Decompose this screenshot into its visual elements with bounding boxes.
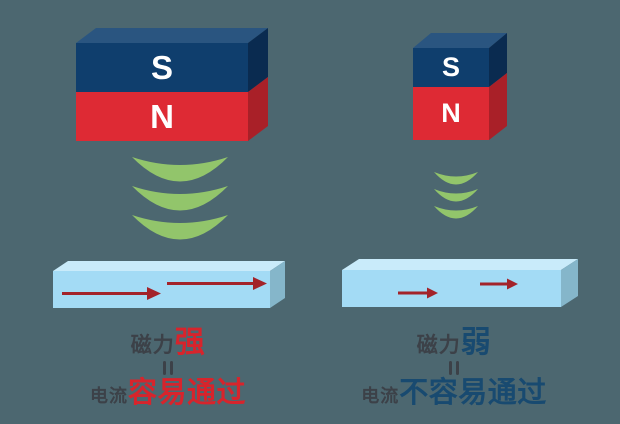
right-wave-arc-1 — [434, 172, 478, 185]
right-force-value: 弱 — [460, 326, 492, 359]
right-magnet-pole-s-label: S — [441, 52, 460, 82]
left-bar-front-face — [53, 271, 270, 308]
right-equals-symbol — [449, 360, 459, 375]
left-magnet-s-front-face — [76, 43, 248, 92]
left-force-prefix: 磁力 — [130, 334, 175, 357]
left-bar-side-face — [270, 261, 285, 308]
right-bar-side-face — [561, 259, 578, 307]
left-current-arrow-1 — [62, 287, 161, 300]
right-magnet-n-front-face — [413, 87, 489, 140]
right-current-arrow-1 — [398, 287, 438, 299]
left-wave-arc-3 — [132, 215, 228, 240]
left-equals-symbol — [163, 360, 173, 375]
right-caption: 磁力 弱 电流 不容易通过 — [314, 327, 594, 408]
left-wave-arc-2 — [132, 186, 228, 211]
left-bar-top-face — [53, 261, 285, 271]
right-force-waves — [434, 172, 478, 219]
right-conductor-bar — [342, 259, 578, 307]
right-magnet-top-face — [413, 33, 507, 48]
left-conductor-bar — [53, 261, 285, 308]
left-force-value: 强 — [174, 326, 206, 359]
right-magnet-pole-n-label: N — [441, 98, 461, 128]
right-wave-arc-2 — [434, 189, 478, 202]
left-current-prefix: 电流 — [89, 385, 128, 406]
left-current-arrow-2 — [167, 277, 267, 290]
left-magnet — [76, 28, 268, 141]
left-magnet-n-front-face — [76, 92, 248, 141]
left-magnet-s-side-face — [248, 28, 268, 92]
right-current-arrow-2 — [480, 278, 518, 290]
left-magnet-pole-s-label: S — [150, 49, 173, 86]
right-force-prefix: 磁力 — [416, 334, 461, 357]
right-wave-arc-3 — [434, 206, 478, 219]
right-magnet-n-side-face — [489, 73, 507, 140]
left-magnet-top-face — [76, 28, 268, 43]
right-current-prefix: 电流 — [361, 385, 400, 406]
right-magnet-s-front-face — [413, 48, 489, 87]
left-current-value: 容易通过 — [127, 376, 246, 409]
right-current-line: 电流 不容易通过 — [361, 376, 547, 409]
right-force-line: 磁力 弱 — [417, 327, 492, 359]
left-caption: 磁力 强 电流 容易通过 — [28, 327, 308, 408]
right-magnet-s-side-face — [489, 33, 507, 87]
left-magnet-n-side-face — [248, 77, 268, 141]
left-current-line: 电流 容易通过 — [89, 376, 246, 409]
left-force-waves — [132, 157, 228, 240]
left-wave-arc-1 — [132, 157, 228, 182]
left-force-line: 磁力 强 — [131, 327, 206, 359]
right-bar-front-face — [342, 270, 561, 307]
right-bar-top-face — [342, 259, 578, 270]
right-magnet — [413, 33, 507, 140]
left-magnet-pole-n-label: N — [150, 98, 174, 135]
right-current-value: 不容易通过 — [399, 376, 547, 409]
